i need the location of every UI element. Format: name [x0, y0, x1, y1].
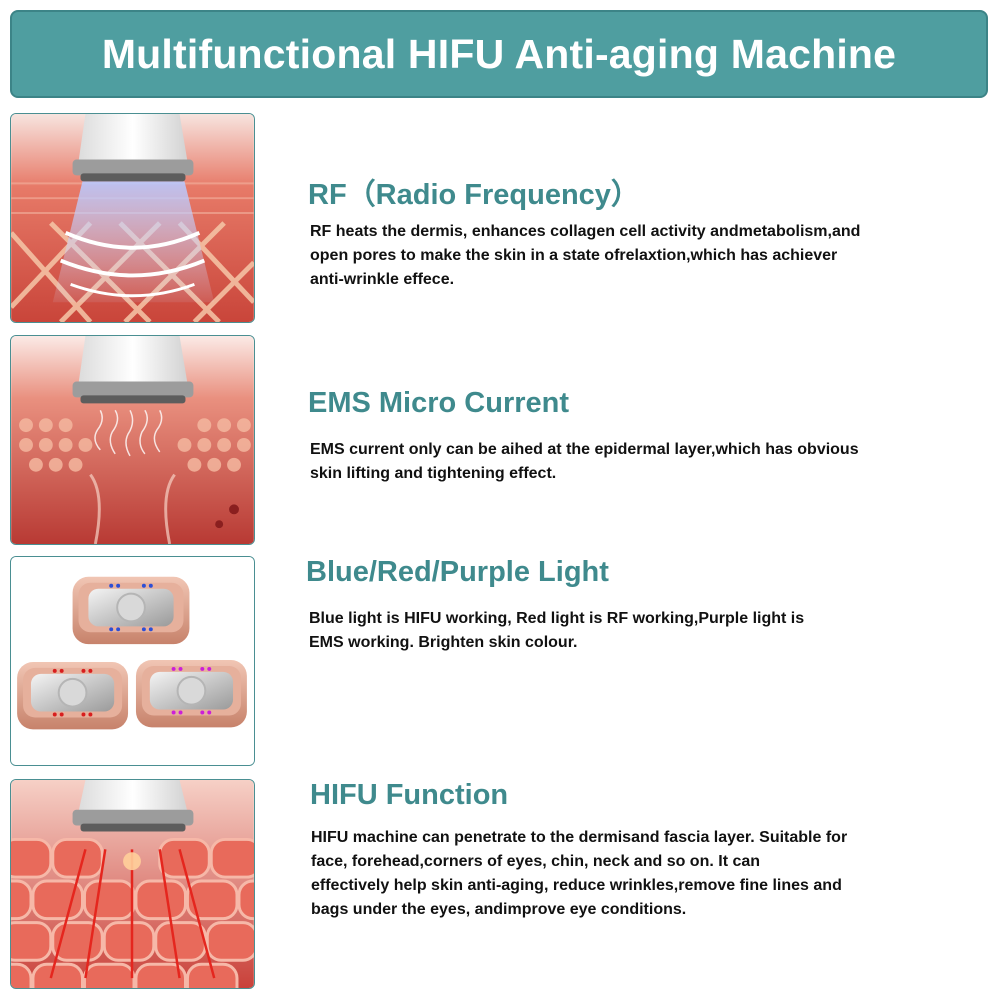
feature-text-rf: RF heats the dermis, enhances collagen c… [310, 223, 861, 288]
feature-title-ems: EMS Micro Current [308, 387, 570, 419]
feature-text-lights: Blue light is HIFU working, Red light is… [309, 610, 805, 651]
page-title: Multifunctional HIFU Anti-aging Machine [101, 30, 897, 77]
feature-hifu: HIFU Function HIFU machine can penetrate… [10, 779, 990, 991]
rf-skin-illustration [10, 113, 255, 323]
feature-rf: RF（Radio Frequency） RF heats the dermis,… [10, 113, 990, 325]
feature-lights: Blue/Red/Purple Light Blue light is HIFU… [10, 556, 990, 768]
feature-ems: EMS Micro Current EMS current only can b… [10, 335, 990, 547]
ems-skin-illustration [10, 335, 255, 545]
feature-title-hifu: HIFU Function [310, 779, 509, 811]
device-heads-illustration [10, 556, 255, 766]
hifu-skin-illustration [10, 779, 255, 989]
feature-title-lights: Blue/Red/Purple Light [306, 556, 609, 588]
header-banner: Multifunctional HIFU Anti-aging Machine [10, 10, 988, 98]
feature-text-hifu: HIFU machine can penetrate to the dermis… [311, 829, 848, 918]
feature-text-ems: EMS current only can be aihed at the epi… [310, 441, 859, 482]
feature-title-rf: RF（Radio Frequency） [308, 179, 640, 211]
